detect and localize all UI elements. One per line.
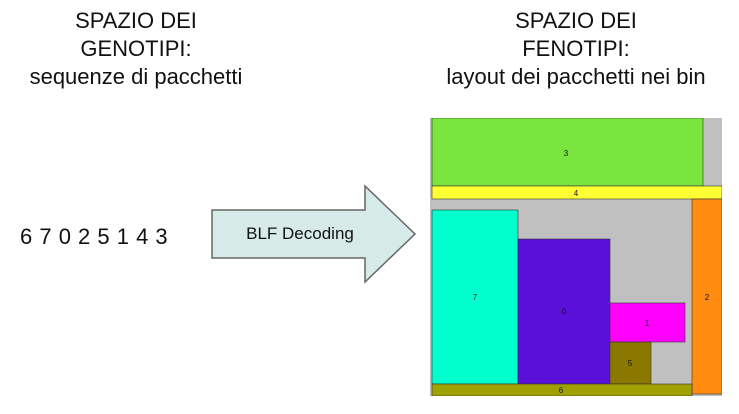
phenotype-space-title: SPAZIO DEI FENOTIPI: layout dei pacchett… xyxy=(420,7,732,91)
packet-label-4: 4 xyxy=(574,189,579,198)
genotype-title-line-1: SPAZIO DEI xyxy=(75,8,197,33)
phenotype-title-line-1: SPAZIO DEI xyxy=(515,8,637,33)
packet-6 xyxy=(431,383,693,396)
packet-0 xyxy=(517,238,611,385)
packet-label-6: 6 xyxy=(559,386,564,395)
packet-7 xyxy=(431,209,519,385)
packet-label-5: 5 xyxy=(628,359,633,368)
packet-label-3: 3 xyxy=(564,149,569,158)
packet-4 xyxy=(431,185,722,200)
decoding-arrow xyxy=(211,184,417,284)
genotype-title-line-3: sequenze di pacchetti xyxy=(29,64,243,89)
packet-label-1: 1 xyxy=(645,319,650,328)
phenotype-title-line-3: layout dei pacchetti nei bin xyxy=(446,64,706,89)
genotype-space-title: SPAZIO DEI GENOTIPI: sequenze di pacchet… xyxy=(0,7,272,91)
phenotype-title-line-2: FENOTIPI: xyxy=(522,36,630,61)
packet-3 xyxy=(431,118,704,187)
bin-layout: 3 4 7 0 1 5 2 6 xyxy=(430,118,722,396)
packet-1 xyxy=(609,302,686,343)
packet-label-7: 7 xyxy=(473,293,478,302)
packet-5 xyxy=(609,341,652,385)
packet-2 xyxy=(691,198,722,395)
packet-label-2: 2 xyxy=(705,293,710,302)
packet-label-0: 0 xyxy=(562,307,567,316)
decoding-arrow-shape xyxy=(211,184,417,284)
packet-sequence: 6 7 0 2 5 1 4 3 xyxy=(20,224,169,249)
genotype-title-line-2: GENOTIPI: xyxy=(80,36,192,61)
decoding-label: BLF Decoding xyxy=(246,224,354,243)
